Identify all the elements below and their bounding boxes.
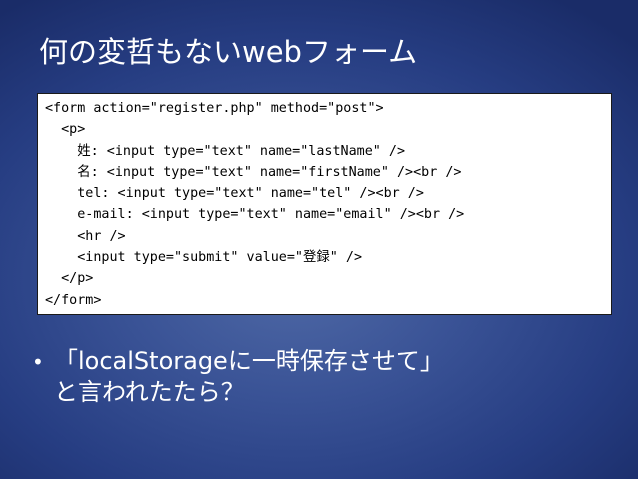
code-line: e-mail: <input type="text" name="email" … (45, 207, 465, 223)
code-line: tel: <input type="text" name="tel" /><br… (45, 186, 424, 202)
code-line: 名: <input type="text" name="firstName" /… (45, 164, 462, 180)
code-block: <form action="register.php" method="post… (37, 93, 612, 315)
bullet-marker: • (32, 350, 44, 374)
code-line: 姓: <input type="text" name="lastName" /> (45, 143, 406, 159)
code-line: <input type="submit" value="登録" /> (45, 250, 363, 266)
code-line: </p> (45, 271, 94, 287)
code-line: <form action="register.php" method="post… (45, 101, 384, 116)
bullet-row: • 「localStorageに一時保存させて」 (32, 346, 444, 377)
bullet-text-line1: 「localStorageに一時保存させて」 (54, 347, 444, 375)
bullet-item: • 「localStorageに一時保存させて」 と言われたたら？ (32, 346, 444, 407)
code-line: </form> (45, 292, 102, 308)
bullet-text-line2: と言われたたら？ (54, 378, 245, 406)
slide-title: 何の変哲もないwebフォーム (39, 35, 418, 69)
code-line: <hr /> (45, 228, 126, 244)
code-line: <p> (45, 122, 86, 138)
